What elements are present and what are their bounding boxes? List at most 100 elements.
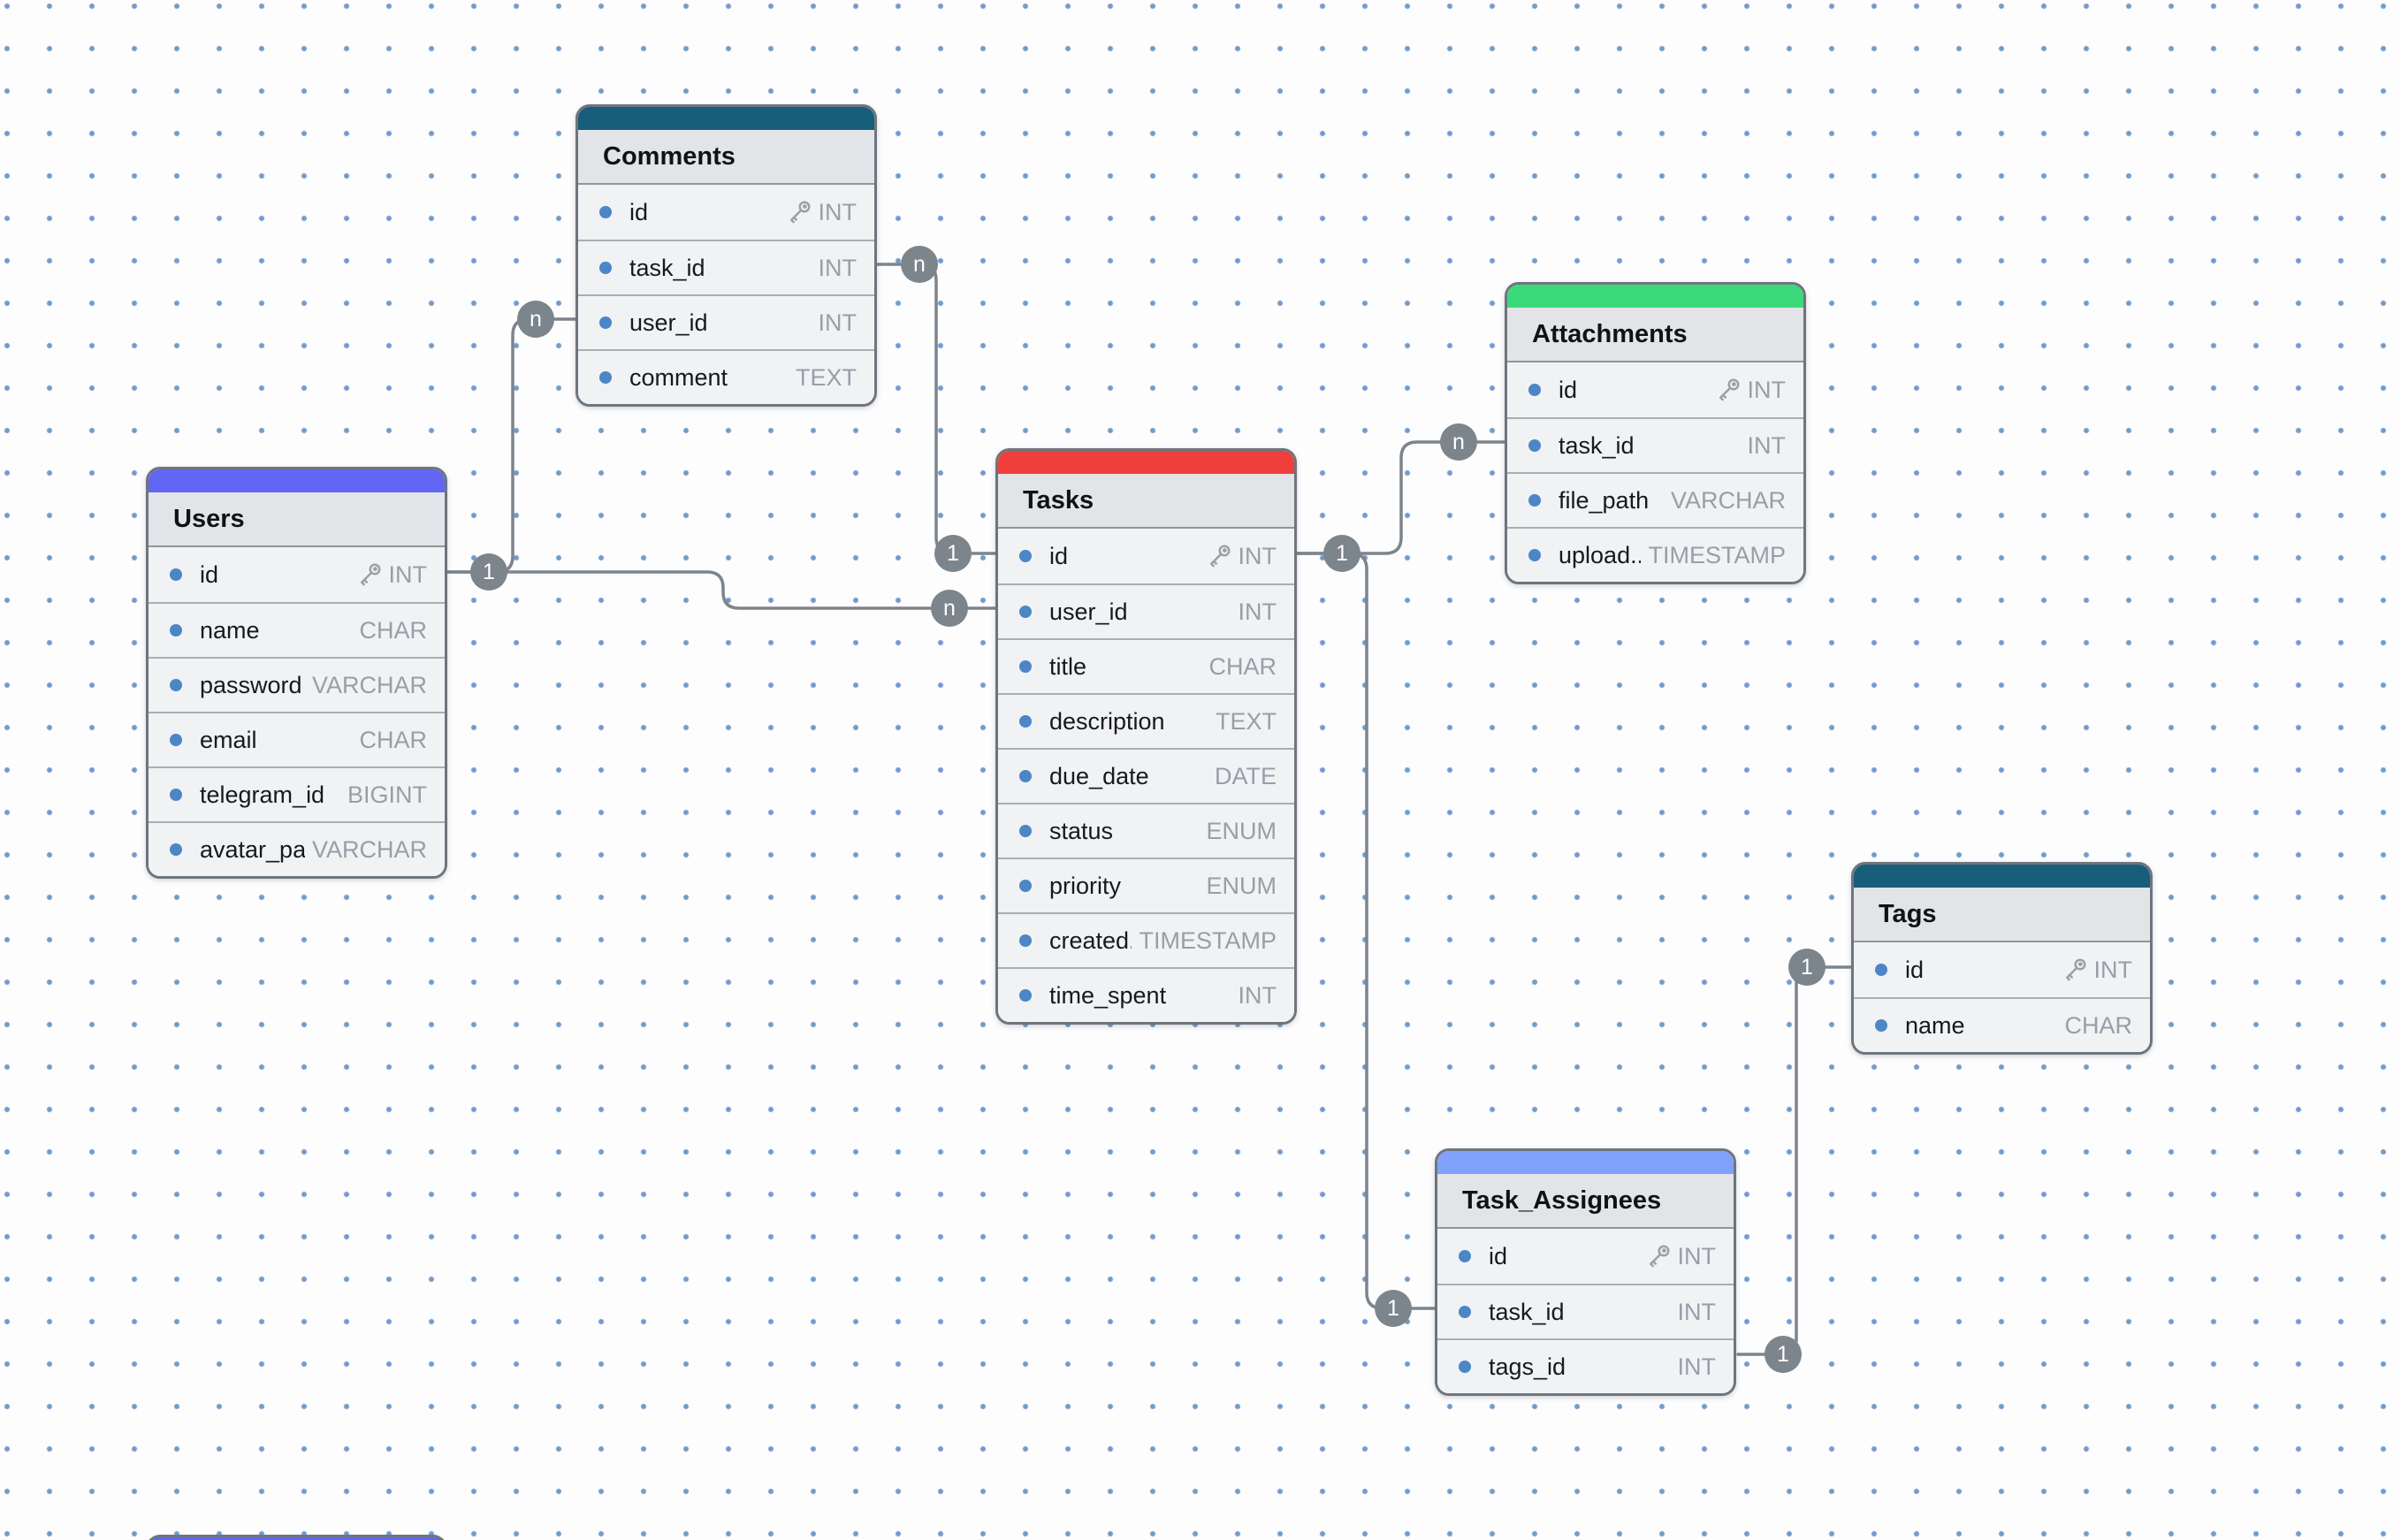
field-dot-icon bbox=[599, 316, 612, 329]
field-name: id bbox=[1489, 1242, 1508, 1269]
table-header[interactable]: Comments bbox=[578, 130, 874, 185]
table-title: Users bbox=[173, 504, 245, 533]
cardinality-badge: n bbox=[1440, 423, 1477, 461]
field-row[interactable]: user_id INT bbox=[578, 294, 874, 349]
field-dot-icon bbox=[170, 843, 182, 856]
field-name: upload... bbox=[1559, 541, 1642, 568]
field-type-label: TEXT bbox=[795, 363, 857, 391]
field-type: INT bbox=[819, 309, 858, 337]
field-type-label: INT bbox=[1238, 981, 1277, 1009]
field-row[interactable]: tags_id INT bbox=[1437, 1338, 1734, 1393]
field-type-label: TEXT bbox=[1215, 707, 1277, 735]
field-type: INT bbox=[2062, 957, 2132, 984]
relationship-edge[interactable] bbox=[446, 317, 577, 574]
relationship-edge[interactable] bbox=[875, 263, 997, 555]
field-type-label: INT bbox=[818, 309, 858, 336]
field-type: TIMESTAMP bbox=[1648, 542, 1786, 569]
field-row[interactable]: title CHAR bbox=[998, 638, 1294, 693]
field-name: priority bbox=[1049, 872, 1122, 899]
field-type: INT bbox=[1645, 1243, 1716, 1270]
field-dot-icon bbox=[1019, 660, 1032, 673]
field-name: tags_id bbox=[1489, 1353, 1566, 1380]
cardinality-badge: 1 bbox=[1323, 535, 1361, 572]
field-name: telegram_id bbox=[200, 781, 325, 808]
field-type-label: VARCHAR bbox=[311, 835, 427, 863]
field-type: INT bbox=[356, 561, 427, 589]
table-partial-strip[interactable] bbox=[146, 1535, 447, 1540]
cardinality-badge: 1 bbox=[470, 553, 507, 591]
field-name: avatar_pa... bbox=[200, 835, 305, 863]
relationship-edge[interactable] bbox=[1736, 965, 1853, 1356]
field-row[interactable]: avatar_pa...VARCHAR bbox=[149, 821, 445, 876]
table-header[interactable]: Task_Assignees bbox=[1437, 1174, 1734, 1229]
table-accent-strip bbox=[1507, 285, 1803, 308]
field-type: INT bbox=[1715, 377, 1786, 404]
field-row[interactable]: id INT bbox=[1437, 1229, 1734, 1284]
field-name: id bbox=[1049, 542, 1069, 569]
field-type-label: TIMESTAMP bbox=[1648, 541, 1786, 568]
field-dot-icon bbox=[170, 679, 182, 691]
field-type: VARCHAR bbox=[312, 836, 427, 864]
field-type: INT bbox=[819, 255, 858, 282]
table-header[interactable]: Attachments bbox=[1507, 308, 1803, 362]
field-type-label: DATE bbox=[1214, 762, 1277, 789]
field-dot-icon bbox=[1459, 1306, 1471, 1318]
cardinality-badge: 1 bbox=[1375, 1290, 1412, 1327]
relationship-edge[interactable] bbox=[1293, 552, 1437, 1310]
cardinality-badge: n bbox=[931, 590, 968, 627]
table-header[interactable]: Users bbox=[149, 492, 445, 547]
relationship-edge[interactable] bbox=[1293, 440, 1506, 555]
table-title: Task_Assignees bbox=[1462, 1185, 1662, 1215]
field-dot-icon bbox=[1528, 384, 1541, 396]
field-row[interactable]: created...TIMESTAMP bbox=[998, 912, 1294, 967]
table-header[interactable]: Tags bbox=[1854, 888, 2150, 942]
relationship-edge[interactable] bbox=[446, 570, 997, 610]
field-name: title bbox=[1049, 652, 1087, 680]
field-type-label: INT bbox=[818, 198, 858, 225]
field-name: user_id bbox=[629, 309, 708, 336]
field-type: INT bbox=[1239, 982, 1277, 1010]
field-type: TEXT bbox=[1216, 708, 1277, 736]
field-dot-icon bbox=[1019, 550, 1032, 562]
field-type-label: VARCHAR bbox=[1670, 486, 1786, 514]
field-name: task_id bbox=[1489, 1298, 1565, 1325]
field-type: INT bbox=[1678, 1353, 1717, 1381]
table-title: Tags bbox=[1879, 899, 1937, 928]
field-dot-icon bbox=[1459, 1250, 1471, 1262]
table-header[interactable]: Tasks bbox=[998, 474, 1294, 529]
field-type: CHAR bbox=[1208, 653, 1277, 681]
cardinality-badge: 1 bbox=[1765, 1336, 1802, 1373]
field-row[interactable]: upload...TIMESTAMP bbox=[1507, 527, 1803, 582]
table-accent-strip bbox=[998, 451, 1294, 474]
field-name: name bbox=[200, 616, 260, 644]
field-name: email bbox=[200, 726, 257, 753]
